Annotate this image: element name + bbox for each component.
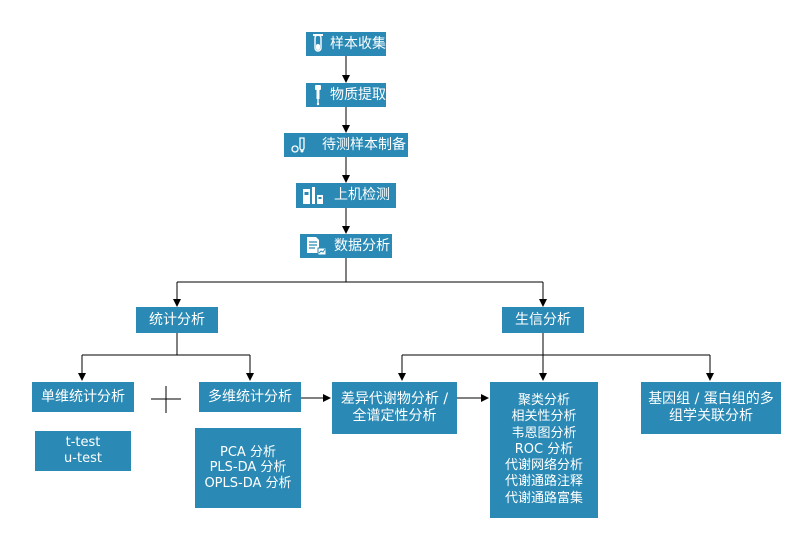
univariate-methods: t-test u-test (35, 431, 131, 471)
step-extraction: 物质提取 (306, 83, 386, 107)
multiomics-association-analysis: 基因组 / 蛋白组的多 组学关联分析 (641, 382, 781, 434)
step-label: 物质提取 (330, 86, 386, 103)
step-sample-preparation: 待测样本制备 (284, 133, 408, 157)
analysis-item: 韦恩图分析 (511, 425, 577, 441)
method-item: OPLS-DA 分析 (204, 475, 292, 491)
dropper-icon (315, 85, 321, 106)
method-item: t-test (65, 435, 101, 451)
instrument-icon (303, 186, 323, 204)
step-label: 待测样本制备 (322, 136, 406, 153)
analysis-item: 代谢通路注释 (504, 474, 583, 490)
step-data-analysis: 数据分析 (300, 234, 392, 258)
branch-label: 统计分析 (149, 311, 205, 328)
step-instrument-detection: 上机检测 (296, 183, 396, 208)
analysis-item: ROC 分析 (514, 441, 574, 457)
analysis-item: 代谢通路富集 (504, 490, 583, 506)
method-item: PCA 分析 (220, 444, 276, 460)
differential-metabolite-analysis: 差异代谢物分析 / 全谱定性分析 (332, 382, 457, 434)
multiomics-line: 基因组 / 蛋白组的多 (648, 391, 774, 408)
univariate-label: 单维统计分析 (41, 388, 125, 405)
differential-line: 全谱定性分析 (352, 408, 437, 424)
method-item: u-test (64, 451, 102, 466)
multivariate-methods: PCA 分析 PLS-DA 分析 OPLS-DA 分析 (195, 428, 301, 508)
step-label: 上机检测 (334, 187, 390, 204)
branch-bioinformatics-analysis: 生信分析 (502, 307, 584, 333)
multiomics-line: 组学关联分析 (669, 408, 753, 424)
multivariate-analysis: 多维统计分析 (199, 382, 301, 412)
step-sample-collection: 样本收集 (306, 32, 386, 56)
method-item: PLS-DA 分析 (209, 460, 287, 476)
analysis-item: 聚类分析 (517, 393, 570, 409)
branch-statistical-analysis: 统计分析 (136, 307, 218, 333)
step-label: 样本收集 (330, 35, 386, 52)
multivariate-label: 多维统计分析 (208, 388, 292, 405)
step-label: 数据分析 (334, 237, 390, 254)
cluster-analysis-list: 聚类分析 相关性分析 韦恩图分析 ROC 分析 代谢网络分析 代谢通路注释 代谢… (490, 382, 598, 518)
univariate-analysis: 单维统计分析 (32, 382, 134, 412)
lab-glassware-icon (291, 137, 305, 153)
analysis-item: 代谢网络分析 (504, 458, 583, 474)
differential-line: 差异代谢物分析 / (340, 391, 449, 408)
analysis-item: 相关性分析 (511, 409, 577, 425)
document-chart-icon (307, 237, 327, 256)
test-tube-icon (313, 34, 323, 52)
branch-label: 生信分析 (515, 311, 571, 328)
